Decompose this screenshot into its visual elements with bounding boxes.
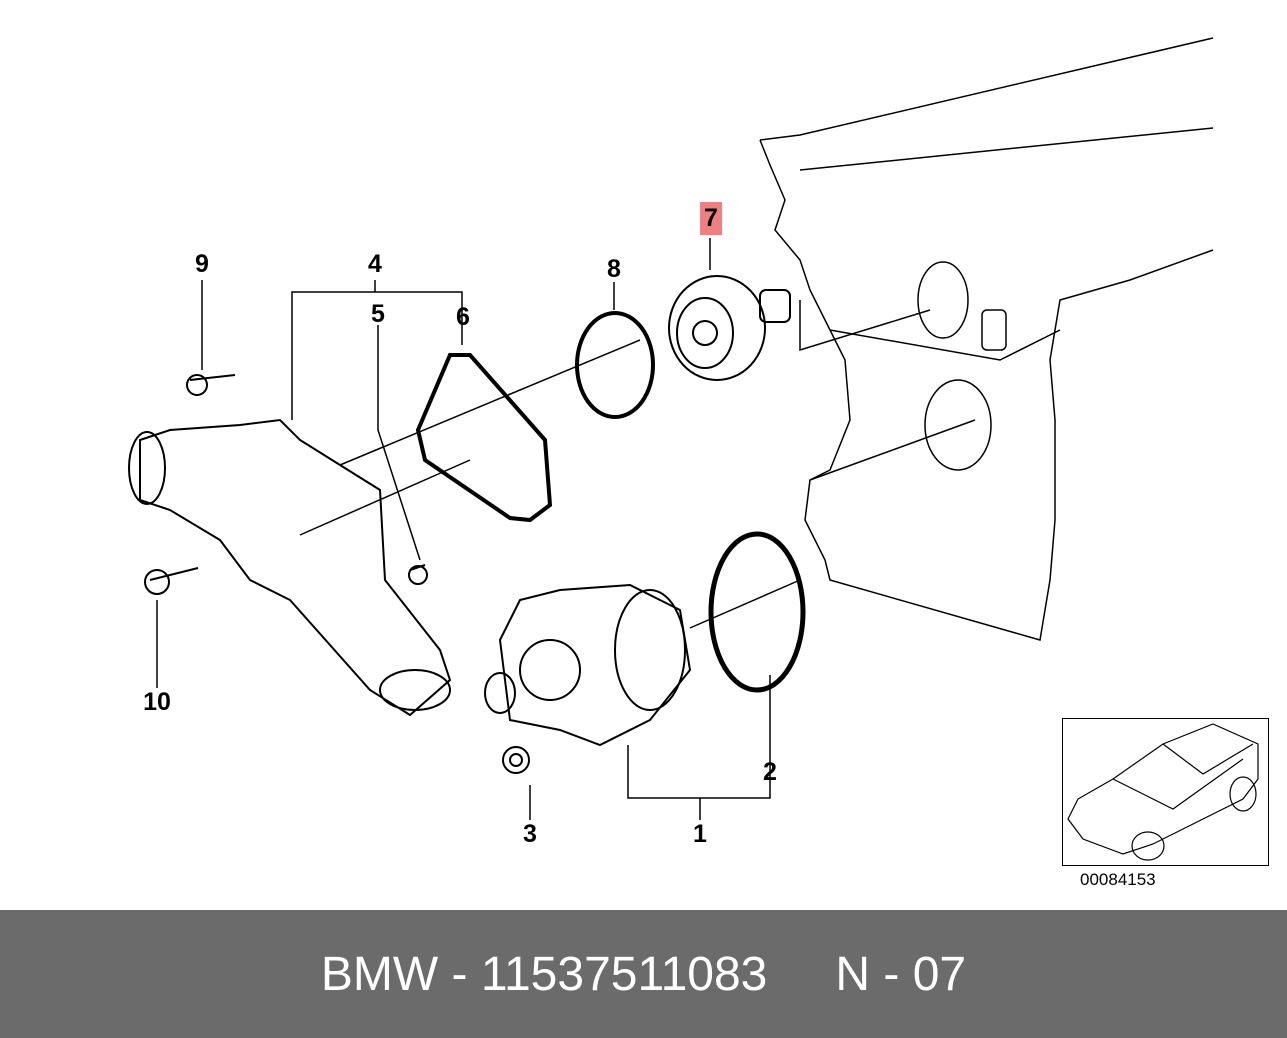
part-number: BMW - 11537511083 [320,947,768,1001]
o-ring-part-2 [708,531,806,693]
diagram-reference-number: 00084153 [1080,870,1156,889]
diagram-position: N - 07 [835,947,967,1001]
callout-7-highlighted: 7 [700,202,722,235]
o-ring-part-8 [575,311,655,419]
bolts [144,374,530,774]
parts-diagram [128,37,1214,820]
gasket-part-6 [415,353,553,523]
vehicle-thumbnail [1062,718,1269,866]
callout-10: 10 [143,688,171,716]
callout-9: 9 [195,250,209,278]
callout-3: 3 [523,820,537,848]
housing-part-4 [128,418,452,717]
callout-4: 4 [368,250,382,278]
callout-5: 5 [371,300,385,328]
callout-2: 2 [763,758,777,786]
car-illustration [1067,723,1259,861]
callout-1: 1 [693,820,707,848]
engine-block-outline [759,37,1214,641]
callout-8: 8 [607,255,621,283]
callout-6: 6 [456,303,470,331]
leader-lines [156,238,976,820]
thermostat-part-7 [668,275,791,381]
water-pump-part-1 [484,583,692,747]
part-info-bar: BMW - 11537511083 N - 07 [0,910,1287,1038]
